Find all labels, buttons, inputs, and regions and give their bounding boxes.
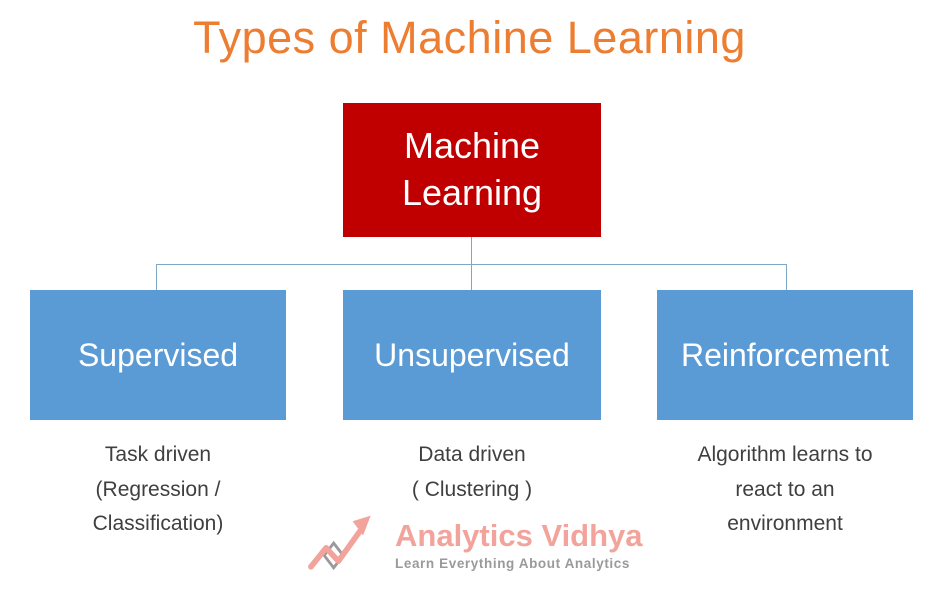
line-chart-arrow-icon	[308, 515, 371, 571]
branch-description-unsupervised: Data driven ( Clustering )	[411, 443, 533, 501]
connector-line-unsupervised-vertical	[471, 264, 472, 290]
logo-brand-text: Analytics Vidhya	[395, 517, 643, 553]
logo-tagline: Learn Everything About Analytics	[395, 556, 630, 572]
connector-line-root-vertical	[471, 237, 472, 265]
connector-line-reinforcement-vertical	[786, 264, 787, 290]
branch-node-supervised: Supervised	[30, 290, 286, 420]
branch-description-reinforcement: Algorithm learns to react to an environm…	[697, 443, 873, 536]
connector-line-supervised-vertical	[156, 264, 157, 290]
diagram-title: Types of Machine Learning	[193, 12, 746, 63]
analytics-vidhya-logo: Analytics Vidhya Learn Everything About …	[303, 508, 643, 582]
branch-node-unsupervised: Unsupervised	[343, 290, 601, 420]
branch-description-supervised: Task driven (Regression / Classification…	[92, 443, 224, 536]
root-node-machine-learning: Machine Learning	[343, 103, 601, 237]
logo-text-block: Analytics Vidhya Learn Everything About …	[395, 517, 643, 572]
branch-node-reinforcement: Reinforcement	[657, 290, 913, 420]
